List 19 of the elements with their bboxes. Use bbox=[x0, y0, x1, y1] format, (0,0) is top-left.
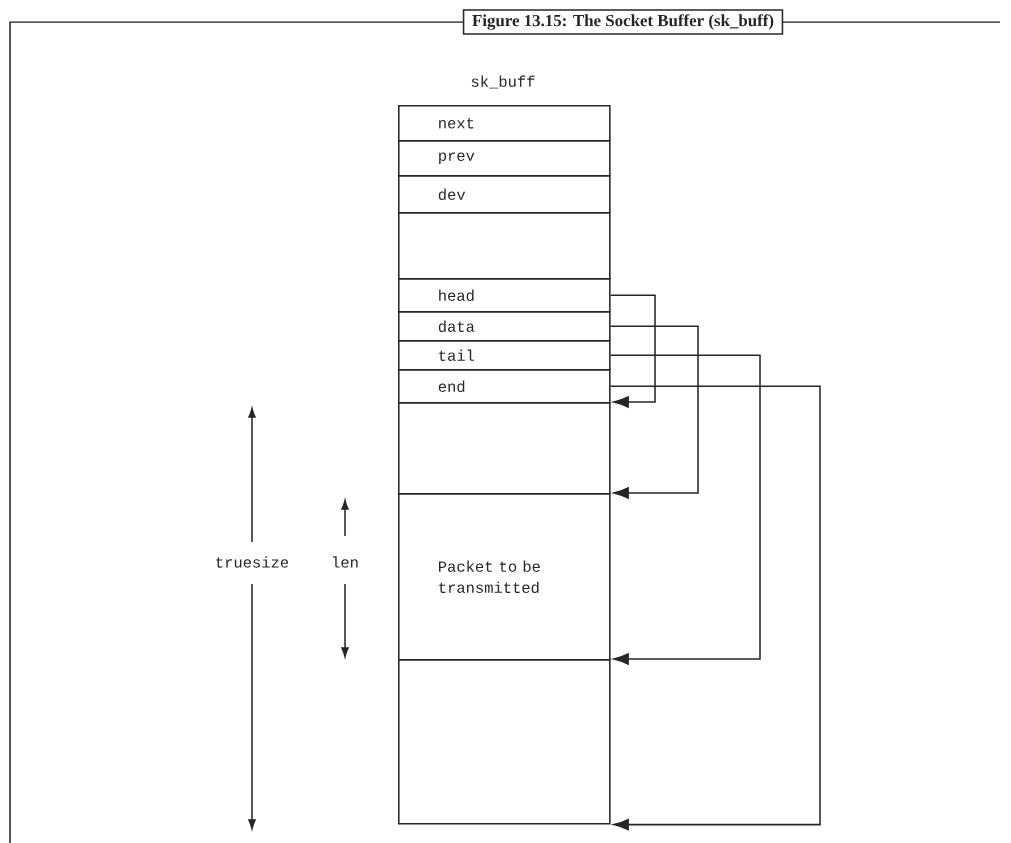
dimension-label: truesize bbox=[216, 556, 289, 568]
arrow bbox=[609, 325, 699, 499]
struct-name: sk_buff bbox=[471, 75, 535, 89]
arrow bbox=[609, 354, 761, 665]
empty-cell bbox=[398, 402, 611, 495]
title-box: Figure 13.15: The Socket Buffer (sk_buff) bbox=[462, 9, 784, 35]
empty-cell bbox=[398, 659, 611, 825]
dimension-label: len bbox=[333, 556, 358, 568]
empty-cell bbox=[398, 212, 611, 280]
field-cell: tail bbox=[398, 340, 611, 371]
field-cell: prev bbox=[398, 140, 611, 177]
field-cell: dev bbox=[398, 175, 611, 214]
field-cell: end bbox=[398, 369, 611, 404]
field-cell: data bbox=[398, 311, 611, 342]
arrow bbox=[609, 385, 821, 831]
field-cell: next bbox=[398, 105, 611, 142]
field-cell: Packet to be transmitted bbox=[398, 493, 611, 661]
field-cell: head bbox=[398, 278, 611, 313]
arrow bbox=[609, 294, 656, 408]
